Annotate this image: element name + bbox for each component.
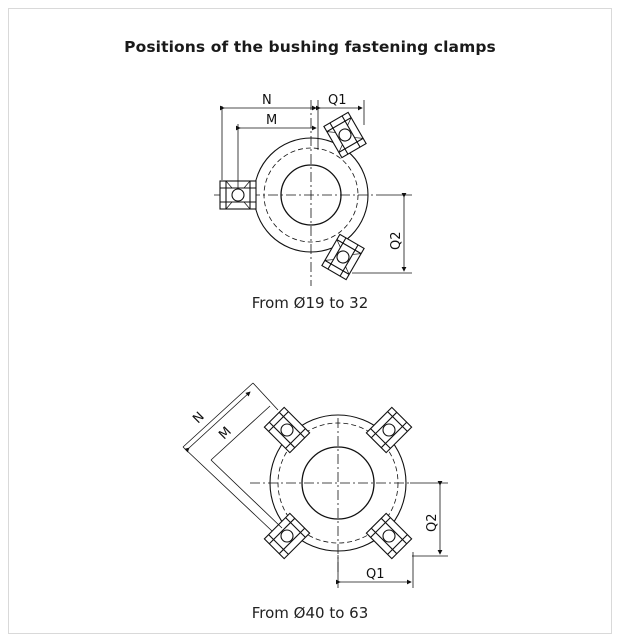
top-label-n: N xyxy=(262,93,272,108)
bottom-center-lines xyxy=(250,418,410,575)
bottom-bushing-diagram xyxy=(182,382,448,588)
bottom-inner-bore xyxy=(301,446,375,520)
top-clamp-lower-right xyxy=(321,233,365,281)
page-title: Positions of the bushing fastening clamp… xyxy=(124,38,496,56)
bottom-clamp-upper-right xyxy=(365,406,413,454)
bottom-dim-n xyxy=(182,382,279,532)
bottom-label-m: M xyxy=(216,424,235,443)
top-label-q2: Q2 xyxy=(389,231,404,250)
top-diagram-caption: From Ø19 to 32 xyxy=(251,294,369,312)
bottom-label-n: N xyxy=(190,409,207,426)
bottom-dim-m xyxy=(210,405,283,529)
bottom-outer-ring xyxy=(269,414,407,552)
bottom-label-q2: Q2 xyxy=(425,513,440,532)
top-clamp-upper-right xyxy=(323,111,367,159)
bottom-dim-q2 xyxy=(410,481,448,557)
bottom-dim-q1 xyxy=(336,552,414,588)
bottom-diagram-caption: From Ø40 to 63 xyxy=(251,604,369,622)
top-dim-m xyxy=(236,124,317,188)
top-inner-bore xyxy=(280,164,342,226)
top-bolt-circle xyxy=(263,147,359,243)
bottom-clamp-lower-left xyxy=(263,512,311,560)
top-dim-q2 xyxy=(352,193,412,274)
bottom-label-q1: Q1 xyxy=(366,567,385,582)
bottom-bolt-circle xyxy=(277,422,399,544)
top-label-q1: Q1 xyxy=(328,93,347,108)
top-dim-q1 xyxy=(316,100,365,125)
bottom-clamp-lower-right xyxy=(365,512,413,560)
bottom-clamp-upper-left xyxy=(263,406,311,454)
top-label-m: M xyxy=(266,113,277,128)
top-dim-n xyxy=(220,100,319,180)
top-bushing-diagram xyxy=(214,100,412,286)
diagram-card xyxy=(8,8,612,634)
